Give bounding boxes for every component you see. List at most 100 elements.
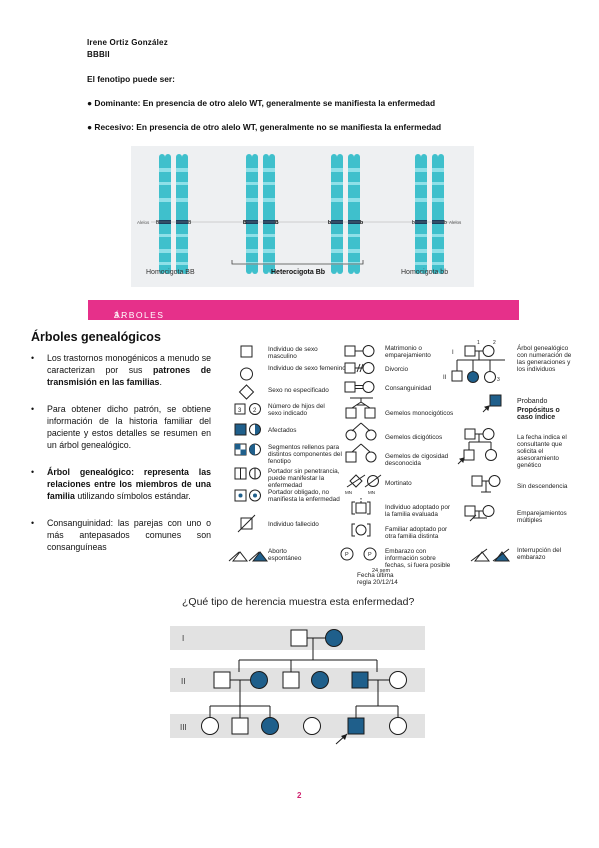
mating-symbol bbox=[362, 345, 375, 357]
chromosome-right bbox=[432, 154, 444, 274]
legend-text: Individuo de sexo femenino bbox=[268, 365, 346, 372]
point-text: Los trastornos monogénicos a menudo se c… bbox=[47, 353, 211, 375]
section-number: 3. bbox=[114, 310, 124, 320]
legend-text: Gemelos dicigóticos bbox=[385, 434, 443, 441]
legend-text: Individuo de sexo masculino bbox=[268, 346, 318, 360]
legend-text: La fecha indica el consultante que solic… bbox=[517, 434, 567, 469]
genotype-label: Homocigota BB bbox=[146, 269, 195, 276]
weeks-label: 24 sem bbox=[372, 568, 390, 574]
stillbirth-symbol bbox=[349, 474, 363, 488]
bullet-text: : En presencia de otro alelo WT, general… bbox=[131, 122, 442, 132]
legend-text: Matrimonio o emparejamiento bbox=[385, 345, 431, 359]
adopted-out-symbol bbox=[355, 524, 367, 536]
individual-number: 1 bbox=[477, 340, 480, 346]
deceased-symbol bbox=[240, 517, 253, 530]
termination-symbol bbox=[473, 551, 491, 562]
chromosome-left bbox=[331, 154, 343, 274]
legend-text: Mortinato bbox=[385, 480, 412, 487]
bullet-label: Recesivo bbox=[94, 122, 132, 132]
legend-text: Número de hijos del sexo indicado bbox=[268, 403, 325, 417]
legend-text: Gemelos monocigóticos bbox=[385, 410, 454, 417]
obligate-carrier-female bbox=[249, 489, 261, 502]
pedigree-female bbox=[303, 717, 321, 735]
legend-text: Emparejamientos múltiples bbox=[517, 510, 567, 524]
generation-label: II bbox=[443, 375, 447, 381]
chromosome-right bbox=[348, 154, 360, 274]
legend-text: Individuo adoptado por la familia evalua… bbox=[385, 504, 451, 518]
author-name: Irene Ortiz González bbox=[87, 38, 168, 47]
mn-label: MN bbox=[368, 490, 375, 495]
legend-text: Aborto espontáneo bbox=[268, 548, 302, 562]
legend-text: Familiar adoptado por otra familia disti… bbox=[385, 526, 448, 540]
pedigree-male-affected bbox=[351, 671, 369, 689]
pedigree-female-affected bbox=[250, 671, 268, 689]
female-count-symbol bbox=[249, 403, 261, 415]
pedigree-chart: I II III bbox=[170, 626, 425, 745]
male-count-symbol bbox=[234, 403, 246, 415]
section-header: 3. ÁRBOLES GENEALÓGICOS bbox=[88, 300, 519, 330]
proband-symbol bbox=[489, 394, 502, 407]
genotype-label: Homocigota bb bbox=[401, 269, 448, 276]
allele-label: B bbox=[188, 220, 192, 226]
chromosome-left bbox=[415, 154, 427, 274]
pedigree-female bbox=[389, 671, 407, 689]
legend-text: Sexo no especificado bbox=[268, 387, 329, 394]
legend-text: Individuo fallecido bbox=[268, 521, 319, 528]
point-text: Consanguinidad: las parejas con uno o má… bbox=[47, 518, 211, 552]
date-label: Fecha última regla 20/12/14 bbox=[357, 572, 398, 586]
pedigree-female-affected bbox=[325, 629, 343, 647]
list-item: • Árbol genealógico: representa las rela… bbox=[31, 467, 211, 501]
bullet-recessive: ● Recesivo: En presencia de otro alelo W… bbox=[87, 122, 441, 132]
consultand-symbol bbox=[464, 428, 476, 440]
miscarriage-affected-symbol bbox=[251, 551, 269, 562]
legend-text: Segmentos rellenos para distintos compon… bbox=[268, 444, 342, 465]
affected-female-symbol bbox=[249, 423, 261, 436]
alelos-label-left: Alelos bbox=[137, 220, 150, 225]
count-label: 3 bbox=[238, 408, 242, 414]
legend-text: Gemelos de cigosidad desconocida bbox=[385, 453, 449, 467]
consanguinity-symbol bbox=[362, 381, 375, 393]
page-number: 2 bbox=[297, 791, 302, 800]
legend-text: Portador sin penetrancia, puede manifest… bbox=[268, 468, 340, 489]
adopted-in-symbol bbox=[355, 502, 367, 514]
allele-label: B bbox=[275, 220, 279, 226]
allele-label: b bbox=[328, 220, 331, 226]
legend-text: Sin descendencia bbox=[517, 483, 568, 490]
mn-label: MN bbox=[345, 490, 352, 495]
allele-label: b bbox=[412, 220, 415, 226]
legend-text: Embarazo con información sobre fechas, s… bbox=[385, 548, 451, 569]
pedigree-male bbox=[213, 671, 231, 689]
unknown-sex-symbol bbox=[238, 384, 255, 400]
p-label: P bbox=[368, 552, 372, 558]
pedigree-example-symbol bbox=[482, 345, 495, 357]
point-bold: Árbol genealógico: representa las relaci… bbox=[47, 467, 211, 501]
bullet-text: : En presencia de otro alelo WT, general… bbox=[137, 98, 436, 108]
list-item: • Consanguinidad: las parejas con uno o … bbox=[31, 518, 211, 552]
generation-label: I bbox=[182, 634, 184, 643]
chromosome-left bbox=[159, 154, 171, 274]
mz-twins-symbol bbox=[345, 407, 357, 419]
legend-text: Probando bbox=[517, 398, 548, 405]
pedigree-female-affected bbox=[311, 671, 329, 689]
legend-text: Propósitus o caso índice bbox=[517, 407, 560, 421]
section-title: ÁRBOLES GENEALÓGICOS bbox=[114, 310, 201, 330]
generation-label: II bbox=[181, 677, 185, 686]
pedigree-male bbox=[290, 629, 308, 647]
legend-text: Consanguinidad bbox=[385, 385, 432, 392]
divorce-symbol bbox=[362, 362, 375, 374]
pedigree-female bbox=[389, 717, 407, 735]
pregnancy-symbol bbox=[340, 547, 354, 561]
legend-text: Portador obligado, no manifiesta la enfe… bbox=[268, 489, 340, 503]
pedigree-proband bbox=[347, 717, 365, 735]
bullet-label: Dominante bbox=[94, 98, 138, 108]
group-code: BBBII bbox=[87, 50, 110, 59]
bullet-mark: ● bbox=[87, 98, 93, 108]
miscarriage-symbol bbox=[231, 551, 249, 562]
chromosome-svg: Alelos Alelos B B B B b b b b Homocigota… bbox=[137, 146, 462, 276]
question-text: ¿Qué tipo de herencia muestra esta enfer… bbox=[182, 596, 415, 608]
chromosome-right bbox=[176, 154, 188, 274]
intro-text: El fenotipo puede ser: bbox=[87, 74, 175, 84]
legend-text: Afectados bbox=[268, 427, 297, 434]
pedigree-male bbox=[282, 671, 300, 689]
point-bold: patrones de transmisión en las familias bbox=[47, 365, 211, 387]
